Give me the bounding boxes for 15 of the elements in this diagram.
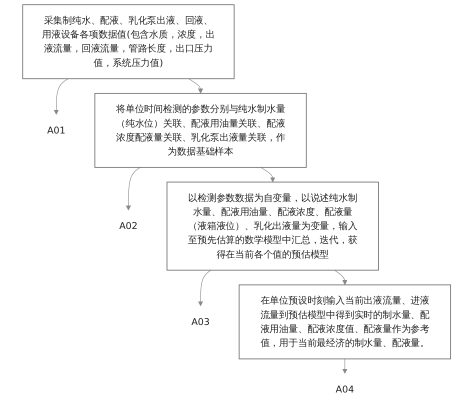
node-text: A02 [120, 220, 138, 232]
arrow [188, 78, 204, 94]
arrow [334, 270, 348, 286]
node-text: A03 [192, 316, 210, 328]
arrow [260, 167, 276, 182]
arrow [198, 270, 212, 306]
node-box: 采集制纯水、配液、乳化泵出液、回液、用液设备各项数据值(包含水质，浓度，出液流量，回液流量，管路长度，出口压力值，系统压力值) [22, 4, 235, 80]
node-box: 以检测参数数据为自变量，以说述纯水制水量、配液用油量、配液浓度、配液量（液箱液位）、乳化出液量为变量，输入至预先估算的数学模型中汇总，迭代，获得在当前各个值的预估模型 [166, 182, 380, 271]
node-text: A04 [336, 384, 354, 395]
node-box: 在单位预设时刻输入当前出液流量、进液流量到预估模型中得到实时的制水量、配液用油量、配液浓度值、配液量作为参考值，用于当前最经济的制水量、配液量。 [239, 284, 452, 360]
arrow [342, 358, 348, 374]
arrow [126, 167, 142, 211]
arrow [54, 78, 69, 115]
node-text: A01 [47, 124, 66, 136]
node-box: 将单位时间检测的参数分别与纯水制水量（纯水位）关联、配液用油量关联、配液浓度配液量关联、乳化泵出液量关联，作为数据基础样本 [94, 92, 308, 168]
